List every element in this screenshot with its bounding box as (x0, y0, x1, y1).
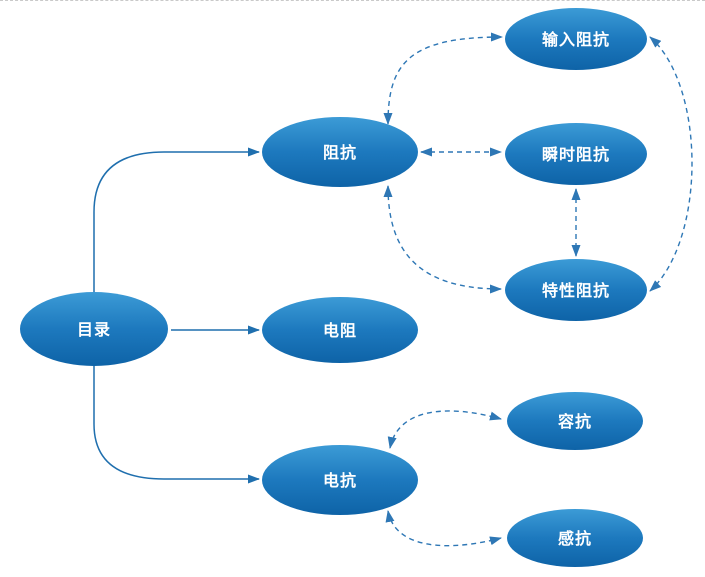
node-capacitive-reactance-label: 容抗 (557, 412, 592, 431)
node-inductive-reactance-label: 感抗 (558, 529, 592, 548)
node-capacitive-reactance[interactable]: 容抗 (507, 392, 643, 450)
nodes-layer: 目录 阻抗 电阻 电抗 输入阻抗 瞬时阻抗 (20, 8, 647, 567)
node-inductive-reactance[interactable]: 感抗 (507, 509, 643, 567)
edges-layer (93, 32, 693, 547)
node-transient-impedance-label: 瞬时阻抗 (542, 145, 610, 164)
node-inductive-reactance-shape[interactable] (507, 509, 643, 567)
node-catalog-shape[interactable] (20, 292, 168, 366)
edge-catalog-reactance (93, 366, 260, 484)
edge-reactance-inductive (385, 510, 502, 547)
edge-impedance-input-impedance (383, 32, 503, 125)
node-reactance-shape[interactable] (262, 445, 418, 515)
node-impedance-label: 阻抗 (323, 143, 357, 162)
node-characteristic-impedance-shape[interactable] (505, 259, 647, 321)
node-resistance[interactable]: 电阻 (262, 297, 418, 363)
node-catalog-label: 目录 (77, 321, 111, 339)
node-capacitive-reactance-shape[interactable] (507, 392, 643, 450)
node-reactance[interactable]: 电抗 (262, 445, 418, 515)
node-characteristic-impedance-label: 特性阻抗 (542, 281, 610, 300)
node-input-impedance-label: 输入阻抗 (542, 30, 610, 49)
edge-impedance-characteristic-impedance (383, 185, 502, 294)
node-input-impedance-shape[interactable] (505, 8, 647, 70)
node-input-impedance[interactable]: 输入阻抗 (505, 8, 647, 70)
node-catalog[interactable]: 目录 (20, 292, 168, 366)
node-resistance-shape[interactable] (262, 297, 418, 363)
node-impedance-shape[interactable] (262, 117, 418, 187)
node-resistance-label: 电阻 (323, 321, 357, 340)
edge-reactance-capacitive (387, 410, 502, 449)
node-impedance[interactable]: 阻抗 (262, 117, 418, 187)
node-reactance-label: 电抗 (323, 471, 357, 490)
node-transient-impedance-shape[interactable] (505, 123, 647, 185)
edge-catalog-impedance (93, 147, 260, 294)
node-transient-impedance[interactable]: 瞬时阻抗 (505, 123, 647, 185)
page-top-border (0, 0, 705, 1)
node-characteristic-impedance[interactable]: 特性阻抗 (505, 259, 647, 321)
edge-input-characteristic (649, 36, 693, 292)
